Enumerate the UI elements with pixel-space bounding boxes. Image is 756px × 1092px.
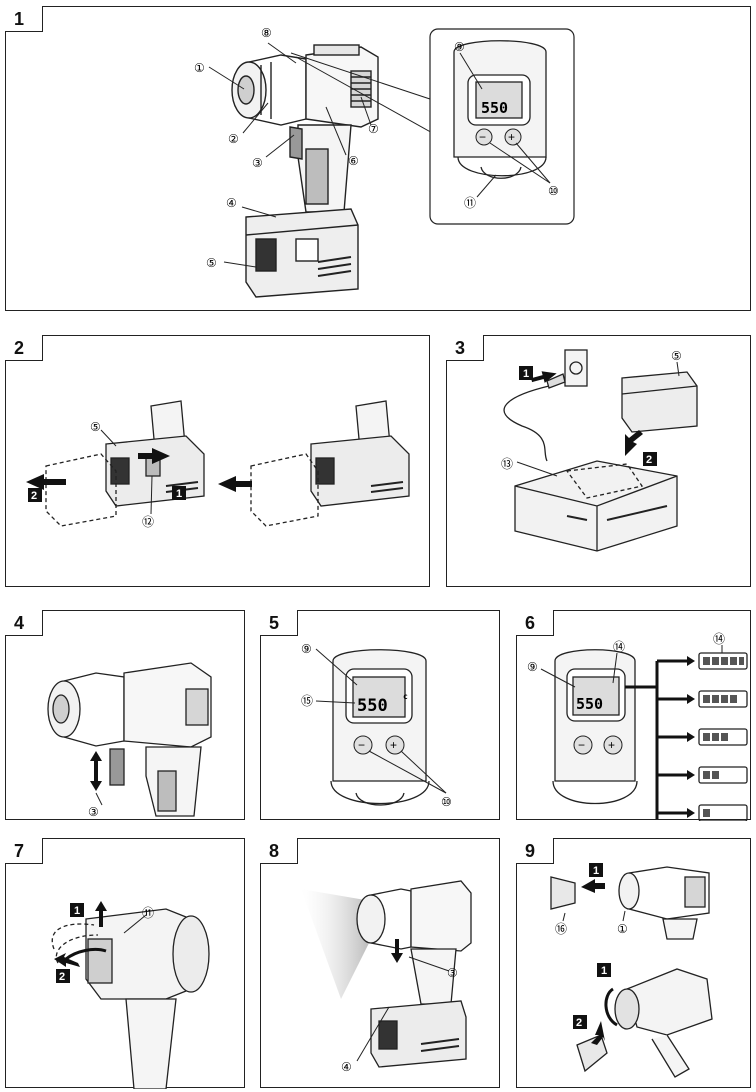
callout-9: ⑨ — [454, 40, 465, 54]
temperature-readout: 550 — [576, 695, 603, 713]
callout-9: ⑨ — [527, 660, 538, 674]
figure-number: 2 — [14, 338, 25, 358]
figure-2-panel: 2 2 1 ⑤ ⑫ — [5, 335, 430, 587]
plus-symbol: + — [508, 130, 515, 144]
callout-4: ④ — [226, 196, 237, 210]
figure-5-tab: 5 — [260, 610, 298, 636]
callout-12: ⑫ — [142, 515, 154, 529]
callout-14: ⑭ — [713, 632, 725, 646]
figure-7-tab: 7 — [5, 838, 43, 864]
figure-7-panel: 7 1 2 ⑪ — [5, 838, 245, 1089]
callout-16: ⑯ — [555, 922, 567, 936]
callout-9: ⑨ — [301, 642, 312, 656]
minus-symbol: − — [479, 130, 486, 144]
callout-13: ⑬ — [501, 457, 513, 471]
figure-number: 3 — [455, 338, 466, 358]
figure-7-illustration: 1 2 ⑪ — [51, 901, 210, 1089]
callout-3: ③ — [447, 966, 458, 980]
figure-number: 7 — [14, 841, 25, 861]
figure-6-illustration: 550 − + — [527, 632, 748, 821]
figure-4-illustration: ③ — [47, 662, 212, 819]
callout-6: ⑥ — [348, 154, 359, 168]
figure-8-panel: 8 ③ ④ — [260, 838, 500, 1088]
figure-1-panel: 1 — [5, 6, 751, 311]
callout-1: ① — [194, 61, 205, 75]
step-2-label: 2 — [576, 1017, 582, 1029]
figure-number: 9 — [525, 841, 536, 861]
callout-7: ⑦ — [368, 122, 379, 136]
callout-3: ③ — [252, 156, 263, 170]
temperature-unit: c — [403, 692, 408, 701]
battery-level-icons — [698, 652, 748, 821]
figure-8-tab: 8 — [260, 838, 298, 864]
figure-9-panel: 9 1 1 2 ⑯ ① — [516, 838, 751, 1088]
figure-2-tab: 2 — [5, 335, 43, 361]
figure-number: 6 — [525, 613, 536, 633]
plus-symbol: + — [608, 738, 615, 752]
step-1-label: 1 — [593, 865, 599, 877]
figure-5-panel: 5 550 c − + ⑨ ⑮ ⑩ — [260, 610, 500, 820]
callout-3: ③ — [88, 805, 99, 819]
figure-number: 5 — [269, 613, 280, 633]
step-2-label: 2 — [646, 454, 652, 466]
callout-8: ⑧ — [261, 26, 272, 40]
figure-9-tab: 9 — [516, 838, 554, 864]
callout-11: ⑪ — [464, 196, 476, 210]
figure-8-illustration: ③ ④ — [301, 880, 472, 1074]
step-1-label: 1 — [601, 965, 607, 977]
callout-5: ⑤ — [206, 256, 217, 270]
figure-9-illustration: 1 1 2 ⑯ ① — [550, 863, 713, 1078]
temperature-readout: 550 — [357, 696, 388, 716]
plus-symbol: + — [390, 738, 397, 752]
callout-2: ② — [228, 132, 239, 146]
inset-temperature-readout: 550 — [481, 99, 508, 117]
step-2-label: 2 — [59, 971, 65, 983]
callout-5: ⑤ — [90, 420, 101, 434]
figure-4-tab: 4 — [5, 610, 43, 636]
minus-symbol: − — [358, 738, 365, 752]
step-1-label: 1 — [176, 488, 182, 500]
callout-11: ⑪ — [142, 906, 154, 920]
figure-number: 4 — [14, 613, 25, 633]
figure-3-panel: 3 1 2 ⑤ ⑬ — [446, 335, 751, 587]
figure-1-tab: 1 — [5, 6, 43, 32]
figure-number: 1 — [14, 9, 25, 29]
figure-6-tab: 6 — [516, 610, 554, 636]
figure-3-illustration: 1 2 ⑤ ⑬ — [501, 349, 698, 552]
step-1-label: 1 — [74, 905, 80, 917]
figure-6-panel: 6 550 − + — [516, 610, 751, 821]
callout-15: ⑮ — [301, 694, 313, 708]
hot-air-stream — [301, 889, 371, 999]
minus-symbol: − — [578, 738, 585, 752]
figure-5-illustration: 550 c − + ⑨ ⑮ ⑩ — [301, 642, 452, 809]
figure-3-tab: 3 — [446, 335, 484, 361]
step-2-label: 2 — [31, 490, 37, 502]
callout-1: ① — [617, 922, 628, 936]
callout-10: ⑩ — [548, 184, 559, 198]
figure-4-panel: 4 ③ — [5, 610, 245, 820]
step-1-label: 1 — [523, 368, 529, 380]
callout-14: ⑭ — [613, 640, 625, 654]
figure-2-illustration: 2 1 ⑤ ⑫ — [26, 400, 410, 529]
callout-4: ④ — [341, 1060, 352, 1074]
callout-10: ⑩ — [441, 795, 452, 809]
figure-1-illustration: 550 − + ① ② ③ ④ ⑤ ⑥ ⑦ ⑧ ⑨ ⑩ ⑪ — [194, 26, 575, 298]
callout-5: ⑤ — [671, 349, 682, 363]
figure-number: 8 — [269, 841, 280, 861]
